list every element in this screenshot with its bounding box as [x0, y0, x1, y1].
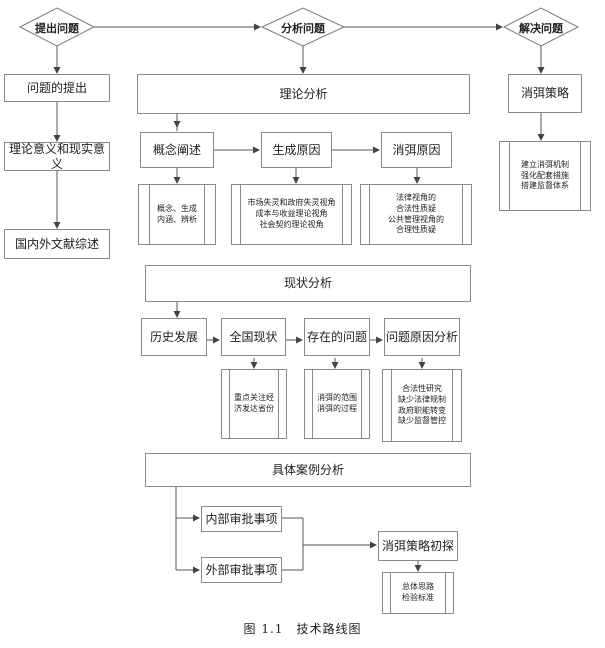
cause-detail-line: 成本与收益理论视角	[255, 209, 328, 219]
problems-detail-line: 消弭的范围	[317, 393, 357, 403]
cause-detail-line: 市场失灵和政府失灵视角	[247, 198, 336, 208]
elimination-detail-line: 合法性质疑	[396, 203, 436, 213]
concept-detail-line: 概念、生成	[157, 203, 197, 213]
figure-caption: 图 1.1 技术路线图	[243, 622, 362, 636]
solution-detail-line: 搭建监督体系	[521, 181, 569, 191]
elimination-detail-line: 合理性质疑	[396, 225, 436, 235]
history-box: 历史发展	[141, 318, 207, 356]
elimination-cause-box: 消弭原因	[381, 132, 452, 168]
problems-detail-box: 消弭的范围 消弭的过程	[304, 369, 370, 439]
problem-cause-box: 问题原因分析	[384, 318, 460, 356]
problem-raised-box: 问题的提出	[4, 74, 110, 102]
case-analysis-box: 具体案例分析	[145, 453, 471, 487]
strategy-detail-line: 检验标准	[402, 593, 434, 602]
national-detail-line: 济发达省份	[234, 404, 274, 413]
problems-detail-line: 消弭的过程	[317, 404, 357, 413]
elimination-detail-box: 法律视角的 合法性质疑 公共管理视角的 合理性质疑	[360, 184, 472, 245]
concept-detail-box: 概念、生成 内涵、辨析	[138, 184, 216, 245]
theory-analysis-box: 理论分析	[137, 74, 470, 114]
significance-box: 理论意义和现实意义	[4, 142, 110, 171]
strategy-detail-box: 总体思路 检验标准	[382, 572, 454, 614]
solution-detail-box: 建立消弭机制 强化配套措施 搭建监督体系	[499, 141, 591, 211]
concept-detail-line: 内涵、辨析	[157, 214, 197, 224]
national-detail-box: 重点关注经 济发达省份	[221, 369, 287, 439]
problem-cause-detail-line: 缺少法律规制	[398, 394, 446, 404]
concept-box: 概念阐述	[140, 132, 214, 168]
analyze-problem-label: 分析问题	[281, 22, 325, 35]
strategy-exploration-box: 消弭策略初探	[378, 531, 458, 561]
solution-detail-line: 强化配套措施	[521, 170, 569, 180]
status-analysis-box: 现状分析	[145, 265, 471, 302]
national-status-box: 全国现状	[221, 318, 286, 356]
national-detail-line: 重点关注经	[234, 393, 274, 403]
external-approval-box: 外部审批事项	[201, 557, 282, 583]
diamond-solve-problem	[502, 7, 580, 47]
strategy-detail-line: 总体思路	[402, 582, 434, 592]
raise-problem-label: 提出问题	[35, 22, 79, 35]
cause-detail-line: 社会契约理论视角	[259, 219, 324, 229]
problem-cause-detail-line: 政府职能转变	[398, 405, 446, 415]
cause-box: 生成原因	[261, 132, 332, 168]
elimination-detail-line: 法律视角的	[396, 192, 436, 202]
literature-review-box: 国内外文献综述	[4, 229, 110, 259]
problem-cause-detail-line: 合法性研究	[402, 383, 442, 393]
internal-approval-box: 内部审批事项	[201, 506, 282, 532]
cause-detail-box: 市场失灵和政府失灵视角 成本与收益理论视角 社会契约理论视角	[231, 184, 352, 245]
problem-cause-detail-line: 缺少监督管控	[398, 416, 446, 426]
problem-cause-detail-box: 合法性研究 缺少法律规制 政府职能转变 缺少监督管控	[382, 369, 462, 442]
solve-problem-label: 解决问题	[519, 22, 563, 35]
elimination-detail-line: 公共管理视角的	[388, 214, 444, 224]
problems-box: 存在的问题	[304, 318, 370, 356]
solution-detail-line: 建立消弭机制	[521, 159, 569, 169]
solution-strategy-box: 消弭策略	[508, 74, 582, 113]
